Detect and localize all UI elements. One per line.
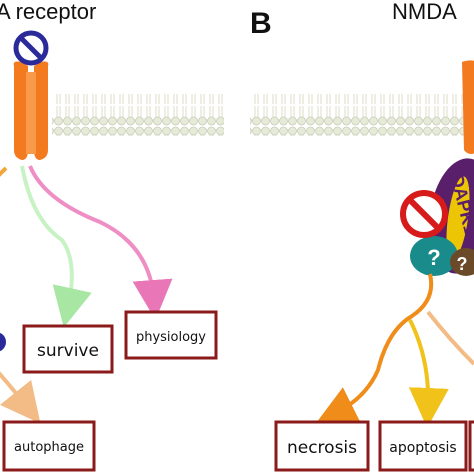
box-survive: survive [22, 324, 114, 374]
membrane-icon [52, 94, 224, 136]
unknown-partner-teal: ? [410, 236, 458, 276]
necrosis-label: necrosis [287, 438, 357, 458]
panel-a-title: A receptor [0, 0, 96, 24]
autophage-label: autophage [14, 440, 84, 455]
membrane-icon [250, 94, 474, 136]
box-physiology: physiology [124, 310, 218, 360]
physiology-label: physiology [136, 330, 206, 345]
unknown-partner-brown: ? [450, 248, 474, 276]
apoptosis-label: apoptosis [389, 440, 456, 456]
arrow-right-peach [426, 310, 474, 366]
no-entry-icon [13, 30, 49, 66]
antagonist-icon [0, 332, 6, 352]
receptor-icon [462, 60, 474, 154]
box-necrosis: necrosis [274, 420, 370, 472]
arrow-to-survive [20, 165, 92, 328]
box-autophage: autophage [2, 420, 96, 472]
box-partial-right [468, 420, 474, 472]
survive-label: survive [37, 341, 99, 361]
receptor-icon [13, 61, 49, 160]
arrow-to-necrosis [316, 273, 434, 423]
arrow-to-apoptosis [408, 319, 449, 428]
arrow-to-physiology [28, 165, 173, 320]
panel-b-letter: B [250, 7, 272, 40]
box-apoptosis: apoptosis [378, 420, 468, 472]
no-entry-icon [400, 190, 448, 238]
arrow-left-orange [0, 166, 8, 177]
panel-b-title: NMDA [392, 0, 457, 24]
svg-text:?: ? [457, 254, 468, 274]
svg-text:?: ? [427, 245, 440, 270]
arrow-to-autophage [0, 371, 41, 424]
